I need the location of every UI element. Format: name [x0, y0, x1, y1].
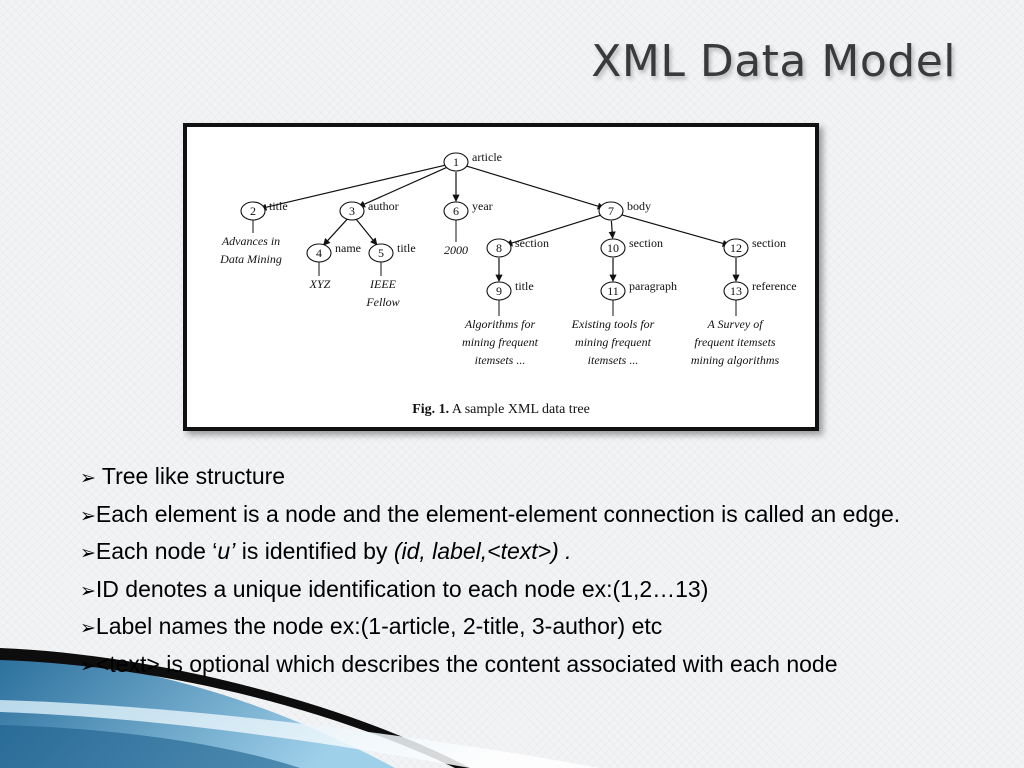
- tree-node-id-12: 12: [730, 241, 742, 255]
- bullet-text: (id, label,<text>) .: [393, 538, 572, 564]
- bullet-item: ➢ Tree like structure: [80, 459, 920, 497]
- tree-text-value: Advances in: [221, 234, 280, 248]
- xml-tree-figure: 1 article 2 title 3 author 4 name 5 title 6 year 7 bo…: [183, 123, 819, 431]
- tree-text-value: itemsets ...: [588, 353, 639, 367]
- tree-text-value: Algorithms for: [464, 317, 536, 331]
- tree-edge-7-10: [608, 220, 616, 239]
- figure-caption: Fig. 1. A sample XML data tree: [412, 402, 590, 417]
- tree-node-id-3: 3: [349, 204, 355, 218]
- arrow-bullet-icon: ➢: [80, 468, 96, 489]
- tree-node-id-10: 10: [607, 241, 619, 255]
- bullet-item: ➢ID denotes a unique identification to e…: [80, 572, 920, 610]
- tree-node-label-12: section: [752, 236, 786, 250]
- tree-node-id-4: 4: [316, 246, 322, 260]
- xml-tree-diagram: 1 article 2 title 3 author 4 name 5 title 6 year 7 bo…: [219, 150, 797, 417]
- tree-node-id-2: 2: [250, 204, 256, 218]
- tree-text-value: mining frequent: [462, 335, 539, 349]
- slide-title: XML Data Model: [591, 36, 956, 87]
- arrow-bullet-icon: ➢: [80, 543, 96, 564]
- tree-node-label-7: body: [627, 199, 651, 213]
- arrow-bullet-icon: ➢: [80, 580, 96, 602]
- bullet-item: ➢<text> is optional which describes the …: [80, 647, 920, 685]
- tree-node-label-1: article: [472, 150, 502, 164]
- tree-node-label-5: title: [397, 241, 416, 255]
- tree-node-id-8: 8: [496, 241, 502, 255]
- tree-node-id-9: 9: [496, 284, 502, 298]
- tree-text-value: Data Mining: [219, 252, 282, 266]
- tree-node-label-10: section: [629, 236, 663, 250]
- bullet-text: Label names the node ex:(1-article, 2-ti…: [95, 613, 663, 639]
- bullet-item: ➢Label names the node ex:(1-article, 2-t…: [80, 609, 920, 647]
- tree-edge-7-12: [617, 213, 730, 247]
- tree-edge-3-5: [355, 218, 378, 246]
- bullet-text: Each node ‘: [95, 538, 218, 564]
- tree-edge-1-3: [357, 165, 450, 208]
- tree-edge-1-7: [462, 164, 605, 210]
- tree-node-id-5: 5: [378, 246, 384, 260]
- tree-text-value: frequent itemsets: [694, 335, 776, 349]
- tree-node-3: [339, 201, 365, 221]
- bullet-text: u’: [217, 538, 236, 564]
- tree-node-id-1: 1: [453, 155, 459, 169]
- bullet-text: Tree like structure: [95, 463, 286, 489]
- tree-text-value: XYZ: [309, 277, 331, 291]
- tree-text-value: 2000: [444, 243, 468, 257]
- tree-node-1: [443, 152, 469, 172]
- tree-text-value: Fellow: [365, 295, 399, 309]
- tree-text-value: itemsets ...: [475, 353, 526, 367]
- bullet-text: ID denotes a unique identification to ea…: [95, 575, 709, 602]
- bullet-text: is identified by: [235, 538, 394, 564]
- tree-node-8: [486, 238, 512, 258]
- arrow-bullet-icon: ➢: [80, 505, 96, 527]
- tree-node-12: [723, 238, 749, 258]
- tree-node-10: [600, 238, 626, 258]
- tree-node-id-11: 11: [607, 284, 619, 298]
- tree-text-value: IEEE: [369, 277, 397, 291]
- tree-node-label-13: reference: [752, 279, 797, 293]
- bullet-list: ➢ Tree like structure➢Each element is a …: [80, 459, 920, 684]
- bullet-text: Each element is a node and the element-e…: [95, 500, 901, 527]
- arrow-bullet-icon: ➢: [80, 618, 96, 639]
- bullet-text: <text> is optional which describes the c…: [95, 650, 838, 677]
- bullet-item: ➢Each element is a node and the element-…: [80, 497, 920, 535]
- tree-edge-3-4: [322, 218, 348, 246]
- tree-text-value: mining frequent: [575, 335, 652, 349]
- tree-node-id-7: 7: [608, 204, 614, 218]
- tree-node-label-4: name: [335, 241, 361, 255]
- tree-node-id-6: 6: [453, 204, 459, 218]
- tree-node-label-3: author: [368, 199, 399, 213]
- tree-text-value: Existing tools for: [571, 317, 655, 331]
- tree-node-7: [598, 201, 624, 221]
- tree-edge-7-8: [505, 213, 605, 247]
- bullet-item: ➢Each node ‘u’ is identified by (id, lab…: [80, 534, 920, 572]
- tree-node-label-8: section: [515, 236, 549, 250]
- arrow-bullet-icon: ➢: [80, 655, 96, 677]
- tree-node-id-13: 13: [730, 284, 742, 298]
- tree-edge-1-2: [259, 163, 450, 211]
- tree-text-value: A Survey of: [706, 317, 764, 331]
- tree-node-label-2: title: [269, 199, 288, 213]
- tree-node-label-6: year: [472, 199, 493, 213]
- tree-node-label-9: title: [515, 279, 534, 293]
- tree-node-label-11: paragraph: [629, 279, 677, 293]
- tree-text-value: mining algorithms: [691, 353, 780, 367]
